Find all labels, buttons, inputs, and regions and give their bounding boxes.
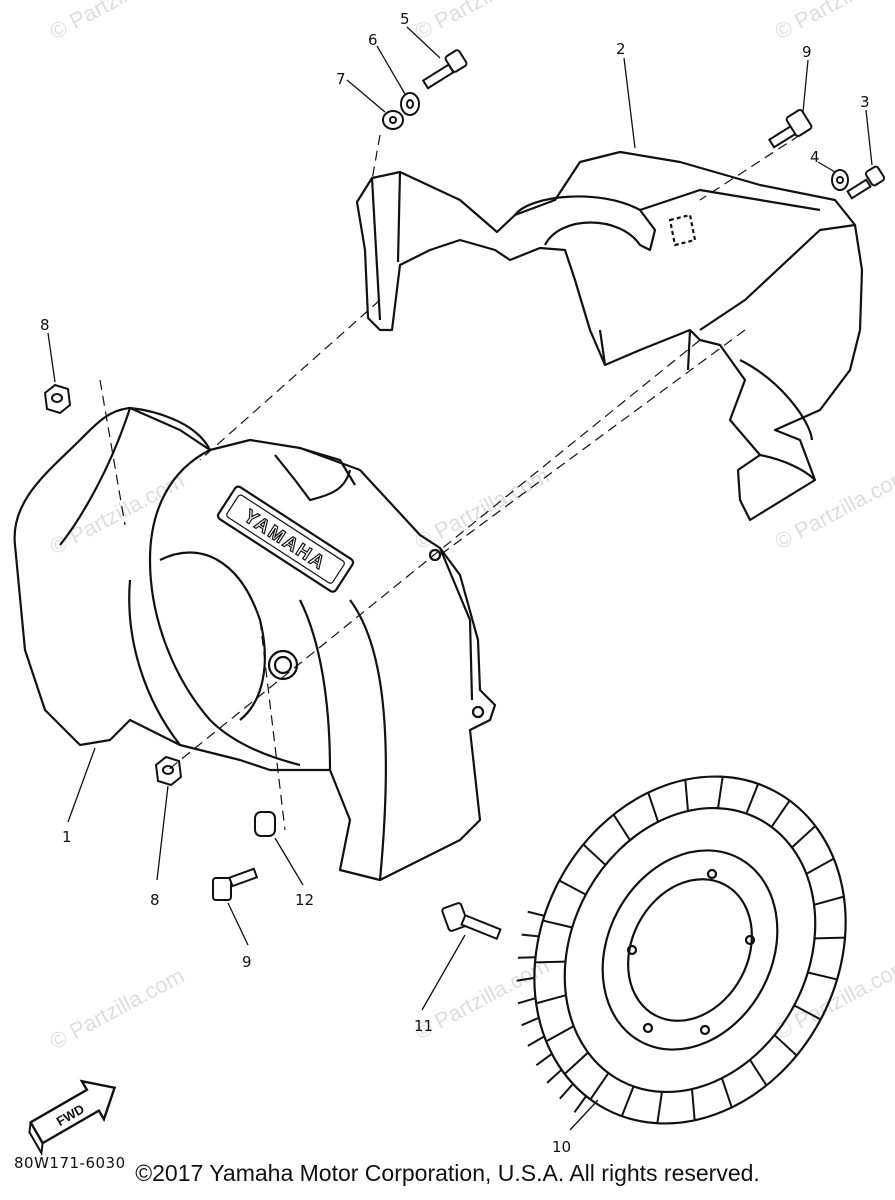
- watermark: © Partzilla.com: [411, 0, 554, 44]
- watermark: © Partzilla.com: [771, 953, 895, 1045]
- watermark: © Partzilla.com: [46, 0, 189, 44]
- fin-line: [813, 895, 845, 906]
- callout-6: 6: [368, 31, 378, 49]
- callout-9-upper: 9: [802, 43, 812, 61]
- callout-8-lower: 8: [150, 891, 160, 909]
- callouts: 1 2 3 4 5 6 7 8 8 9 9 10 11 12: [40, 10, 870, 1156]
- outer-fin-line: [516, 976, 535, 982]
- reference-code: 80W171-6030: [14, 1154, 126, 1172]
- washer-7-icon: [382, 110, 404, 130]
- fin-line: [656, 1091, 663, 1124]
- outer-fin-line: [517, 997, 536, 1005]
- callout-9-lower: 9: [242, 953, 252, 971]
- fin-line: [535, 994, 567, 1005]
- outer-fin-line: [517, 956, 536, 959]
- fin-line: [647, 792, 660, 823]
- fin-line: [684, 779, 689, 812]
- fin-line: [807, 971, 838, 981]
- watermarks: © Partzilla.com © Partzilla.com © Partzi…: [46, 0, 895, 1054]
- callout-11: 11: [414, 1017, 433, 1035]
- fin-line: [805, 857, 835, 875]
- leader-lines: [47, 26, 873, 1131]
- fin-line: [582, 843, 607, 866]
- fin-line: [545, 1025, 575, 1043]
- fin-line: [749, 1059, 768, 1086]
- callout-12: 12: [295, 891, 314, 909]
- callout-8-upper: 8: [40, 316, 50, 334]
- fwd-arrow-icon: FWD: [28, 1079, 117, 1157]
- bolt-11-icon: [441, 902, 502, 941]
- copyright-notice: ©2017 Yamaha Motor Corporation, U.S.A. A…: [135, 1160, 760, 1186]
- fin-line: [814, 936, 846, 940]
- bolt-3-icon: [846, 165, 886, 200]
- outer-fin-line: [521, 933, 539, 938]
- fin-line: [542, 919, 573, 929]
- watermark: © Partzilla.com: [771, 0, 895, 44]
- bolt-9-upper-icon: [767, 109, 813, 149]
- outer-fin-line: [573, 1095, 587, 1113]
- fin-line: [534, 960, 566, 964]
- bolt-5-icon: [421, 49, 468, 90]
- fin-line: [791, 825, 817, 849]
- fin-line: [793, 1004, 822, 1021]
- bolt-9-lower-icon: [212, 867, 259, 901]
- callout-1: 1: [62, 828, 72, 846]
- outer-fin-line: [559, 1083, 574, 1100]
- front-cover: [13, 406, 497, 882]
- callout-7: 7: [336, 70, 346, 88]
- washer-6-icon: [400, 92, 420, 116]
- washer-4-icon: [831, 169, 849, 191]
- nut-8-upper-icon: [43, 383, 72, 415]
- fin-line: [745, 783, 760, 814]
- outer-fin-line: [527, 1035, 545, 1047]
- outer-fin-line: [521, 1016, 540, 1027]
- fin-line: [773, 1034, 798, 1057]
- watermark: © Partzilla.com: [46, 963, 189, 1055]
- upper-fan-shroud: [355, 150, 864, 522]
- flywheel-fan: [533, 775, 847, 1125]
- fin-line: [720, 1077, 733, 1108]
- callout-4: 4: [810, 148, 820, 166]
- callout-3: 3: [860, 93, 870, 111]
- outer-fin-line: [535, 1052, 553, 1067]
- flywheel-fins: [516, 776, 846, 1124]
- watermark: © Partzilla.com: [771, 463, 895, 555]
- outer-fin-line: [527, 910, 545, 917]
- fin-line: [691, 1088, 696, 1121]
- fin-line: [612, 814, 631, 841]
- fin-line: [589, 1072, 610, 1100]
- fin-line: [717, 776, 724, 809]
- assembly-lines: [99, 134, 801, 831]
- fin-line: [620, 1086, 635, 1117]
- fin-line: [558, 879, 587, 896]
- nut-8-lower-icon: [154, 755, 183, 787]
- callout-10: 10: [552, 1138, 571, 1156]
- callout-2: 2: [616, 40, 626, 58]
- outer-fin-line: [546, 1068, 563, 1084]
- callout-5: 5: [400, 10, 410, 28]
- fin-line: [563, 1051, 589, 1075]
- fin-line: [770, 800, 791, 828]
- collar-12-icon: [254, 811, 276, 837]
